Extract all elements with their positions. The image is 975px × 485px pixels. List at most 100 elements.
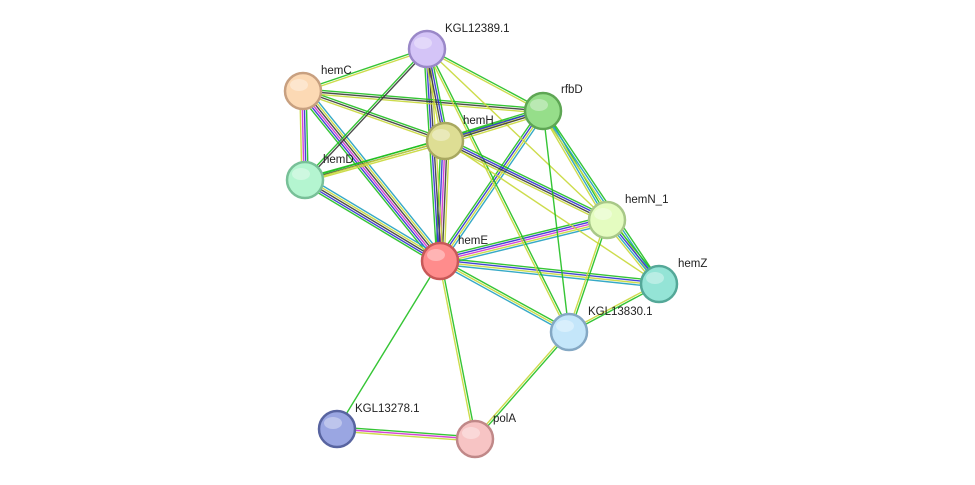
- node-label: hemD: [323, 154, 354, 166]
- edge-line: [303, 47, 427, 180]
- node-hemZ[interactable]: hemZ: [639, 258, 707, 304]
- edge-line: [438, 261, 475, 440]
- edge-line: [298, 93, 437, 265]
- node-label: KGL13278.1: [355, 403, 420, 415]
- edge-line: [440, 259, 660, 284]
- node-hemE[interactable]: hemE: [420, 235, 488, 281]
- edge-line: [569, 220, 609, 333]
- edge-KGL12389.1-hemN_1: [426, 48, 608, 221]
- node-rfbD[interactable]: rfbD: [523, 84, 583, 131]
- node-hemH[interactable]: hemH: [425, 115, 494, 161]
- edge-line: [544, 109, 662, 284]
- node-KGL13278.1[interactable]: KGL13278.1: [317, 403, 420, 449]
- edge-line: [302, 183, 439, 266]
- edge-hemC-KGL12389.1: [302, 47, 428, 93]
- edge-line: [438, 110, 543, 261]
- edge-line: [305, 177, 442, 260]
- edge-rfbD-KGL13830.1: [542, 110, 570, 333]
- node-label: rfbD: [561, 84, 583, 96]
- edge-line: [439, 140, 446, 262]
- node-hemD[interactable]: hemD: [285, 154, 354, 200]
- node-hemN_1[interactable]: hemN_1: [587, 194, 668, 240]
- edge-line: [435, 140, 442, 261]
- node-circle[interactable]: [407, 29, 447, 69]
- edge-line: [337, 426, 476, 438]
- edge-line: [436, 108, 541, 260]
- node-highlight: [646, 272, 664, 284]
- edge-line: [303, 88, 544, 110]
- edge-line: [426, 49, 543, 113]
- edge-hemE-KGL13278.1: [336, 260, 441, 430]
- node-KGL13830.1[interactable]: KGL13830.1: [549, 306, 653, 352]
- edge-line: [305, 49, 429, 182]
- edge-line: [445, 139, 608, 220]
- edge-line: [426, 48, 608, 221]
- edge-line: [444, 141, 607, 222]
- edge-hemE-hemH: [435, 140, 450, 262]
- node-KGL12389.1[interactable]: KGL12389.1: [407, 23, 510, 69]
- edge-line: [305, 142, 446, 183]
- edge-line: [567, 219, 607, 332]
- edge-line: [336, 430, 475, 442]
- node-highlight: [427, 249, 445, 261]
- edge-line: [440, 260, 477, 439]
- node-highlight: [324, 417, 342, 429]
- edge-hemH-hemN_1: [443, 137, 609, 224]
- edge-line: [443, 143, 606, 224]
- edge-line: [303, 181, 440, 264]
- node-circle[interactable]: [455, 419, 495, 459]
- edge-line: [444, 140, 660, 285]
- edge-line: [302, 90, 544, 112]
- node-label: hemE: [458, 235, 488, 247]
- node-label: hemZ: [678, 258, 707, 270]
- node-circle[interactable]: [639, 264, 679, 304]
- edge-line: [302, 90, 446, 142]
- node-circle[interactable]: [549, 312, 589, 352]
- edge-hemD-KGL12389.1: [303, 47, 429, 182]
- edge-line: [438, 262, 569, 335]
- node-circle[interactable]: [587, 200, 627, 240]
- node-layer: hemE hemH hemC hemD KGL12389.1 rfbD hemN_1 hemZ…: [283, 23, 707, 459]
- edge-KGL12389.1-KGL13830.1: [425, 48, 571, 333]
- edge-line: [301, 91, 440, 263]
- node-label: polA: [493, 413, 516, 425]
- edge-line: [542, 110, 570, 333]
- edge-line: [303, 88, 446, 140]
- edge-line: [439, 261, 659, 286]
- edge-line: [303, 49, 428, 93]
- edge-line: [302, 47, 427, 91]
- edge-hemN_1-KGL13830.1: [567, 219, 609, 333]
- edge-line: [473, 330, 569, 439]
- node-highlight: [556, 320, 574, 332]
- edge-line: [304, 179, 441, 262]
- node-hemC[interactable]: hemC: [283, 65, 352, 111]
- node-circle[interactable]: [420, 241, 460, 281]
- edge-line: [306, 175, 443, 258]
- edge-line: [306, 87, 445, 259]
- node-circle[interactable]: [523, 91, 563, 131]
- node-circle[interactable]: [317, 409, 357, 449]
- node-circle[interactable]: [425, 121, 465, 161]
- edge-line: [425, 49, 569, 333]
- node-highlight: [290, 79, 308, 91]
- node-circle[interactable]: [285, 160, 325, 200]
- edge-hemE-rfbD: [436, 108, 547, 264]
- edge-line: [336, 260, 441, 430]
- edge-KGL12389.1-rfbD: [426, 47, 544, 113]
- edge-KGL13278.1-polA: [336, 426, 476, 442]
- edge-line: [439, 263, 659, 288]
- node-highlight: [432, 129, 450, 141]
- node-label: hemN_1: [625, 194, 668, 206]
- edge-line: [441, 141, 448, 262]
- edge-line: [446, 137, 609, 218]
- edge-hemE-hemZ: [439, 257, 660, 288]
- node-polA[interactable]: polA: [455, 413, 516, 459]
- edge-line: [440, 258, 571, 331]
- edge-line: [443, 141, 450, 262]
- node-circle[interactable]: [283, 71, 323, 111]
- edge-hemC-rfbD: [302, 88, 544, 114]
- edge-line: [440, 221, 608, 264]
- edge-hemC-hemH: [302, 88, 446, 144]
- edge-hemE-KGL13830.1: [438, 258, 571, 335]
